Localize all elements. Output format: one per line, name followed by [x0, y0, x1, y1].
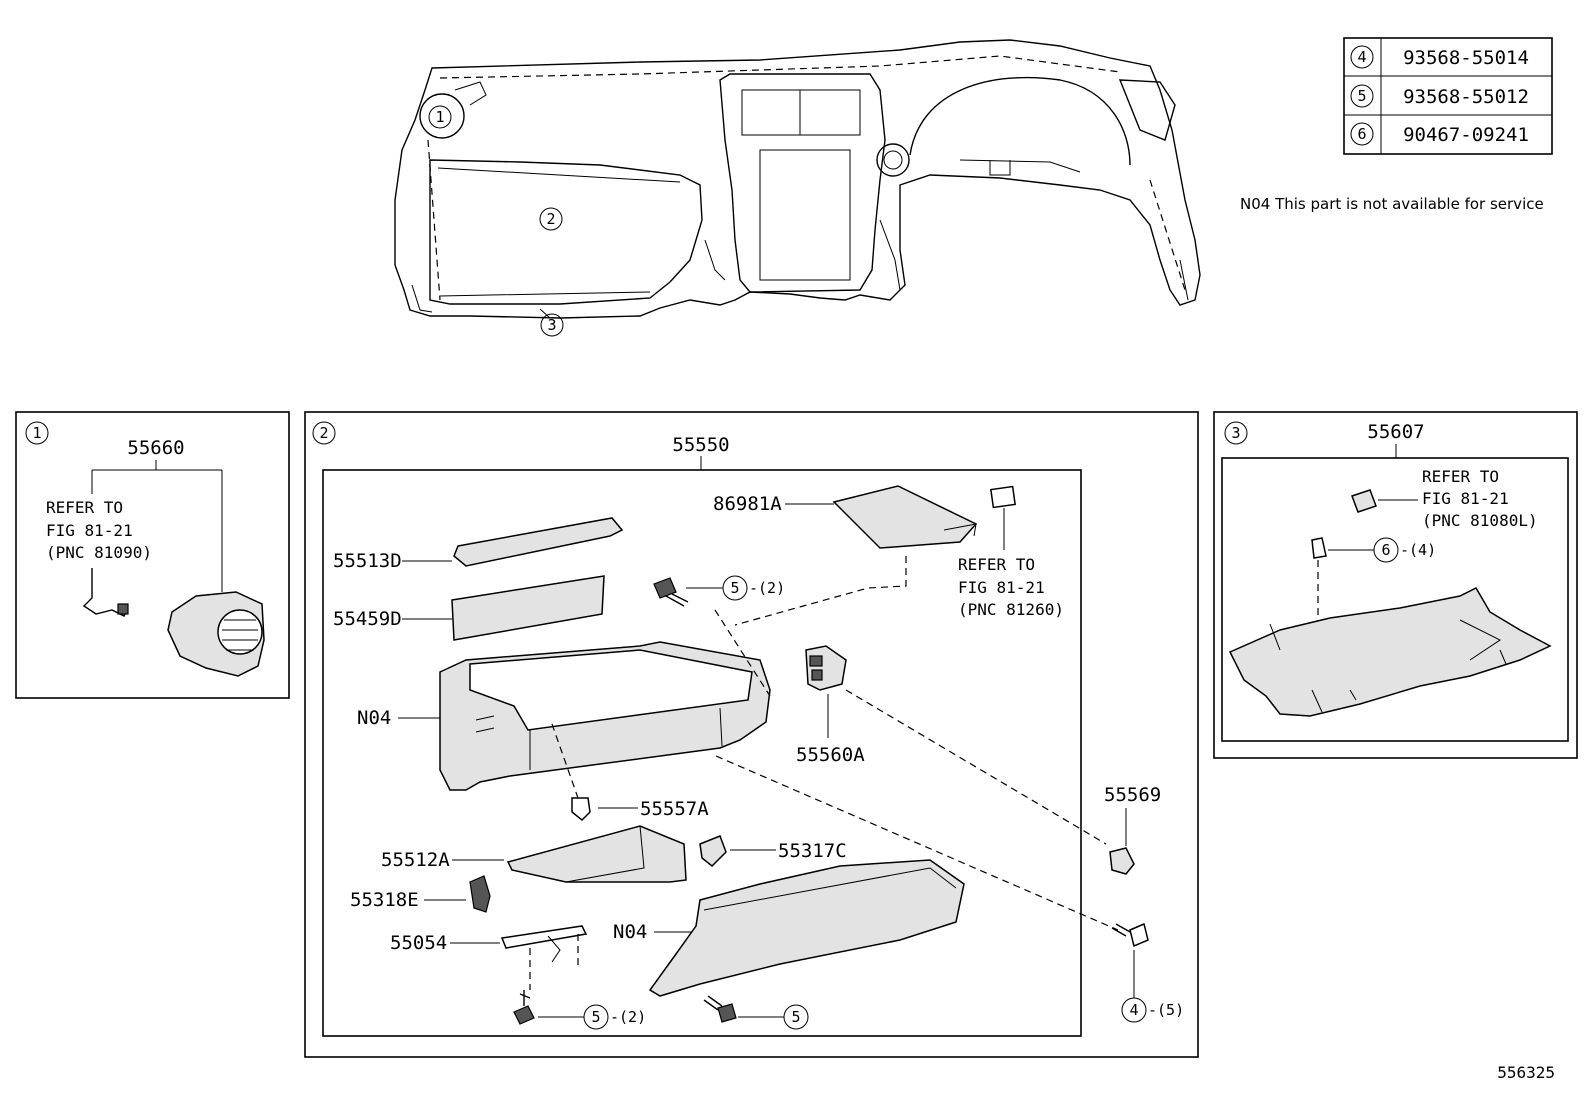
fastener-callout: 5 [1357, 87, 1366, 105]
screw-callout: 5 [591, 1008, 600, 1026]
part-number-55317C: 55317C [778, 840, 847, 862]
illustration-number: 556325 [1497, 1063, 1555, 1082]
refer-fig-line: FIG 81-21 [1422, 489, 1509, 508]
part-number-55459D: 55459D [333, 608, 402, 630]
refer-fig-line: FIG 81-21 [958, 578, 1045, 597]
part-number-n04-box: N04 [357, 707, 391, 729]
screw-callout: 4 [1129, 1001, 1138, 1019]
fastener-callout: 6 [1357, 125, 1366, 143]
screw-qty: -(2) [749, 579, 785, 597]
fastener-part-number: 90467-09241 [1403, 124, 1529, 146]
part-number-55557A: 55557A [640, 798, 709, 820]
overview-callout-1: 1 [428, 105, 452, 129]
refer-fig-line: FIG 81-21 [46, 521, 133, 540]
part-number-55607: 55607 [1367, 421, 1424, 443]
svg-text:2: 2 [546, 210, 555, 228]
overview-callout-2: 2 [539, 207, 563, 231]
part-number-55550: 55550 [672, 434, 729, 456]
fastener-part-number: 93568-55012 [1403, 86, 1529, 108]
panel-callout: 2 [319, 424, 328, 442]
fastener-row: 4 93568-55014 [1350, 45, 1529, 69]
part-number-55318E: 55318E [350, 889, 419, 911]
glove-box-body [439, 641, 771, 791]
panel-callout: 3 [1231, 424, 1240, 442]
panel-2: 2 55550 86981A REFER TO FIG 81-21 (PNC 8… [304, 411, 1199, 1058]
screw-qty: -(5) [1148, 1001, 1184, 1019]
fastener-callout: 4 [1357, 48, 1366, 66]
fastener-part-number: 93568-55014 [1403, 47, 1529, 69]
fastener-table: 4 93568-55014 5 93568-55012 6 90467-0924… [1343, 37, 1553, 155]
overview-callout-3: 3 [539, 308, 564, 337]
lower-cover-panel [1228, 587, 1552, 717]
refer-to-line: REFER TO [1422, 467, 1499, 486]
clip-qty: -(4) [1400, 541, 1436, 559]
fastener-row: 5 93568-55012 [1350, 84, 1529, 108]
part-number-55512A: 55512A [381, 849, 450, 871]
screw-callout: 5 [791, 1008, 800, 1026]
panel-1: 1 55660 REFER TO FIG 81-21 (PNC 81090) [15, 411, 290, 699]
panel-3: 3 55607 REFER TO FIG 81-21 (PNC 81080L) … [1213, 411, 1578, 759]
screw-callout: 5 [730, 579, 739, 597]
refer-pnc-line: (PNC 81090) [46, 543, 152, 562]
service-note: N04 This part is not available for servi… [1240, 195, 1544, 213]
fastener-row: 6 90467-09241 [1350, 122, 1529, 146]
refer-to-line: REFER TO [958, 555, 1035, 574]
refer-pnc-line: (PNC 81260) [958, 600, 1064, 619]
panel-callout: 1 [32, 424, 41, 442]
part-number-55569: 55569 [1104, 784, 1161, 806]
part-number-55513D: 55513D [333, 550, 402, 572]
svg-text:3: 3 [547, 316, 556, 334]
screw-qty: -(2) [610, 1008, 646, 1026]
dashboard-overview [394, 39, 1201, 319]
svg-text:1: 1 [435, 108, 444, 126]
refer-to-line: REFER TO [46, 498, 123, 517]
refer-pnc-line: (PNC 81080L) [1422, 511, 1538, 530]
glove-box-door [648, 859, 965, 997]
clip-callout: 6 [1381, 541, 1390, 559]
part-number-55054: 55054 [390, 932, 447, 954]
part-number-n04-door: N04 [613, 921, 647, 943]
part-number-55560A: 55560A [796, 744, 865, 766]
part-number-86981A: 86981A [713, 493, 782, 515]
air-vent-part [167, 591, 265, 677]
part-number-55660: 55660 [127, 437, 184, 459]
